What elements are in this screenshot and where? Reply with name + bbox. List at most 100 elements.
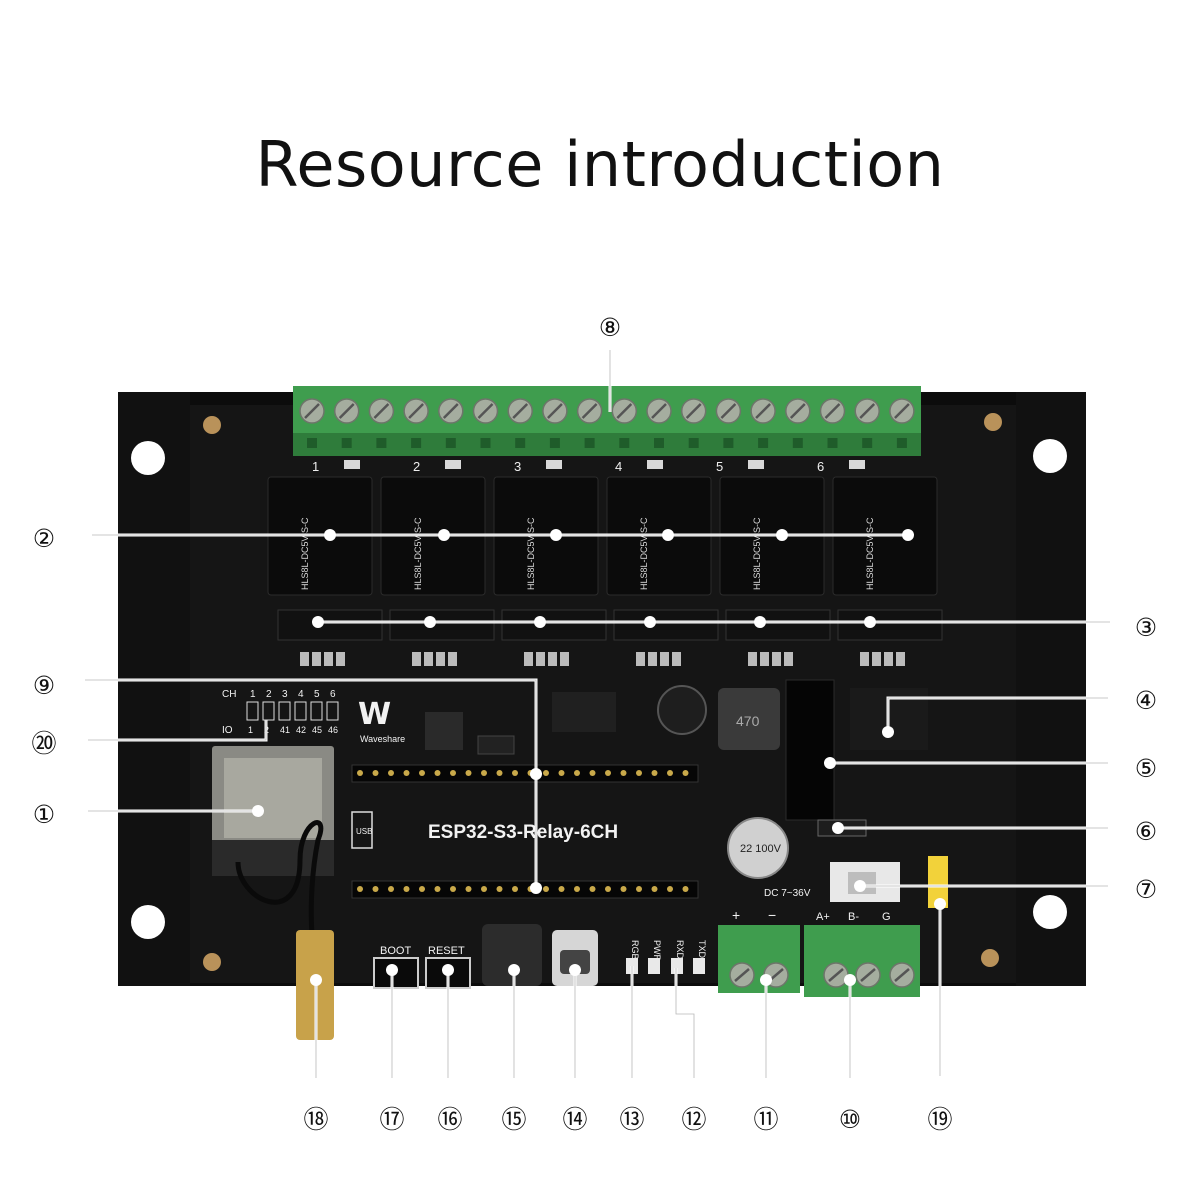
callout-10-label: ⑩ [839,1105,861,1134]
callout-17-label: ⑰ [379,1105,404,1134]
callout-8-label: ⑧ [599,313,621,342]
boot-button-label: BOOT [380,945,411,957]
callout-3-anchor-dot [424,616,436,628]
terminal-wire-hole [792,438,803,448]
io-pin-number: 45 [312,725,322,735]
header-pin [682,886,689,892]
terminal-wire-hole [584,438,595,448]
screw-slot [338,403,355,419]
capacitor-small [657,685,707,735]
screw-slot [442,403,459,419]
terminal-wire-hole [376,438,387,448]
smd-resistor [872,652,881,666]
header-pin [450,886,456,892]
callout-17-anchor-dot [386,964,398,976]
callout-9-leader-edge [85,679,537,888]
capacitor-large [727,817,789,879]
callout-4-leader-line [886,696,1108,732]
callout-19-anchor-dot [934,898,946,910]
jumper-cap [928,856,948,908]
power-plus-label: + [732,907,740,923]
callout-6-label: ⑥ [1135,817,1157,846]
callout-7-anchor-dot [854,880,866,892]
callout-3-anchor-dot [754,616,766,628]
screw-slot [581,403,598,419]
callout-12-leader-edge [675,968,695,1078]
smd-resistor [760,652,769,666]
callout-14-label: ⑭ [562,1105,587,1134]
power-terminal [718,925,800,993]
led-label-rxd: RXD [675,940,685,960]
header-pin [450,770,456,776]
header-pin [651,886,658,892]
header-pin [388,886,394,892]
terminal-number: 1 [312,459,319,474]
terminal-wire-hole [307,438,317,448]
callout-2-anchor-dot [324,529,336,541]
callout-2-anchor-dot [662,529,674,541]
status-led-rxd [671,958,683,974]
antenna-cable [235,820,324,936]
channel-number: 6 [330,689,336,700]
rs485-b-label: B- [848,911,859,923]
header-pin [667,770,673,776]
header-pin [543,770,549,776]
smd-led [647,460,663,469]
screw-slot [373,403,390,419]
callout-11-label: ⑪ [753,1105,778,1134]
callout-9-anchor-dot [530,768,542,780]
callout-2-anchor-dot [550,529,562,541]
smd-resistor [896,652,905,666]
terminal-wire-hole [827,438,838,448]
screw-slot [859,403,876,419]
smd-resistor [660,652,669,666]
smd-resistor [324,652,333,666]
capacitor-label: 22 100V [740,843,782,855]
screw-slot [894,403,910,419]
screw-slot [408,403,424,419]
waveshare-logo-icon: W [358,697,391,732]
screw-slot [685,403,702,419]
terminal-wire-hole [515,438,526,448]
channel-led [246,701,259,721]
screw-slot [755,403,771,419]
callout-14-anchor-dot [569,964,581,976]
header-pin [419,886,425,892]
terminal-wire-hole [445,438,456,448]
brand-label: Waveshare [360,734,405,744]
screw-slot [547,403,563,419]
terminal-wire-hole [341,438,352,448]
header-pin [372,886,379,892]
usb-silk-box [351,811,373,849]
relay-model-label: HLS8L-DC5V-S-C [300,517,310,590]
pin-header-bottom [351,880,699,899]
header-pin [465,770,472,776]
channel-led [278,701,291,721]
header-pin [589,886,596,892]
smd-led [546,460,562,469]
terminal-wire-hole [549,438,560,448]
callout-10-anchor-dot [844,974,856,986]
terminal-wire-hole [411,438,422,448]
callout-20-leader-line [88,720,268,742]
callout-5-label: ⑤ [1135,754,1157,783]
smd-diode [477,735,515,755]
callout-1-anchor-dot [252,805,264,817]
module-shield [224,758,322,838]
terminal-wire-hole [862,438,873,448]
screw-slot [789,403,806,419]
callout-19-label: ⑲ [927,1105,952,1134]
callout-18-anchor-dot [310,974,322,986]
smd-led [445,460,461,469]
terminal-wire-hole [896,438,907,448]
reset-button-label: RESET [428,945,465,957]
callout-2-anchor-dot [776,529,788,541]
smd-chip [552,692,616,732]
callout-3-anchor-dot [644,616,656,628]
header-pin [388,770,394,776]
relay-model-label: HLS8L-DC5V-S-C [413,517,423,590]
smd-resistor [536,652,545,666]
terminal-block-lower [293,433,921,456]
relay-driver-circuit [837,609,943,641]
